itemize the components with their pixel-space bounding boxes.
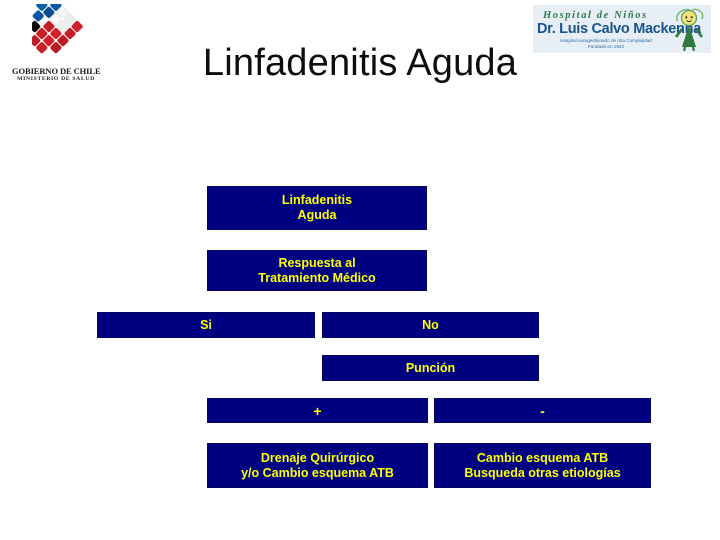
flow-node-line: Aguda [297,208,337,222]
flow-node-negative[interactable]: - [434,398,651,423]
flow-node-line: + [313,402,322,419]
hospital-name-main: Dr. Luis Calvo Mackenna [537,21,701,37]
hospital-name-script: Hospital de Niños [543,10,648,21]
flow-node-positive[interactable]: + [207,398,428,423]
flow-node-puncion[interactable]: Punción [322,355,539,381]
gobierno-caption-secondary: MINISTERIO DE SALUD [17,76,95,82]
flow-node-line: Busqueda otras etiologías [464,465,621,480]
hospital-subtitle-1: Hospital Autogestionado de Alta Compleji… [560,38,652,43]
gobierno-caption-primary: GOBIERNO DE CHILE [12,66,101,76]
flow-node-linfadenitis-aguda[interactable]: Linfadenitis Aguda [207,186,427,230]
flow-node-line: No [422,317,439,332]
flow-node-si[interactable]: Si [97,312,315,338]
chile-diamond-icon [32,4,83,54]
flow-node-line: Si [200,317,212,332]
child-figure-icon [674,8,704,51]
flow-node-line: Cambio esquema ATB [476,450,609,465]
flow-node-no[interactable]: No [322,312,539,338]
flow-node-line: Tratamiento Médico [258,270,376,285]
flow-node-line: Drenaje Quirúrgico [260,450,375,465]
flow-node-line: - [540,402,545,419]
flow-node-line: y/o Cambio esquema ATB [241,465,394,480]
gobierno-de-chile-logo: GOBIERNO DE CHILE MINISTERIO DE SALUD [12,4,101,90]
flow-node-cambio-esquema-atb[interactable]: Cambio esquema ATB Busqueda otras etiolo… [434,443,651,488]
flow-node-line: Linfadenitis [281,193,353,207]
flow-node-respuesta-tratamiento-medico[interactable]: Respuesta al Tratamiento Médico [207,250,427,291]
hospital-logo: Hospital de Niños Dr. Luis Calvo Mackenn… [533,5,711,53]
flow-node-line: Respuesta al [278,255,356,270]
page-title: Linfadenitis Aguda [202,42,518,84]
flow-node-drenaje-quirurgico[interactable]: Drenaje Quirúrgico y/o Cambio esquema AT… [207,443,428,488]
hospital-subtitle-2: Fundado en 1942 [587,44,625,49]
flow-node-line: Punción [405,360,456,375]
